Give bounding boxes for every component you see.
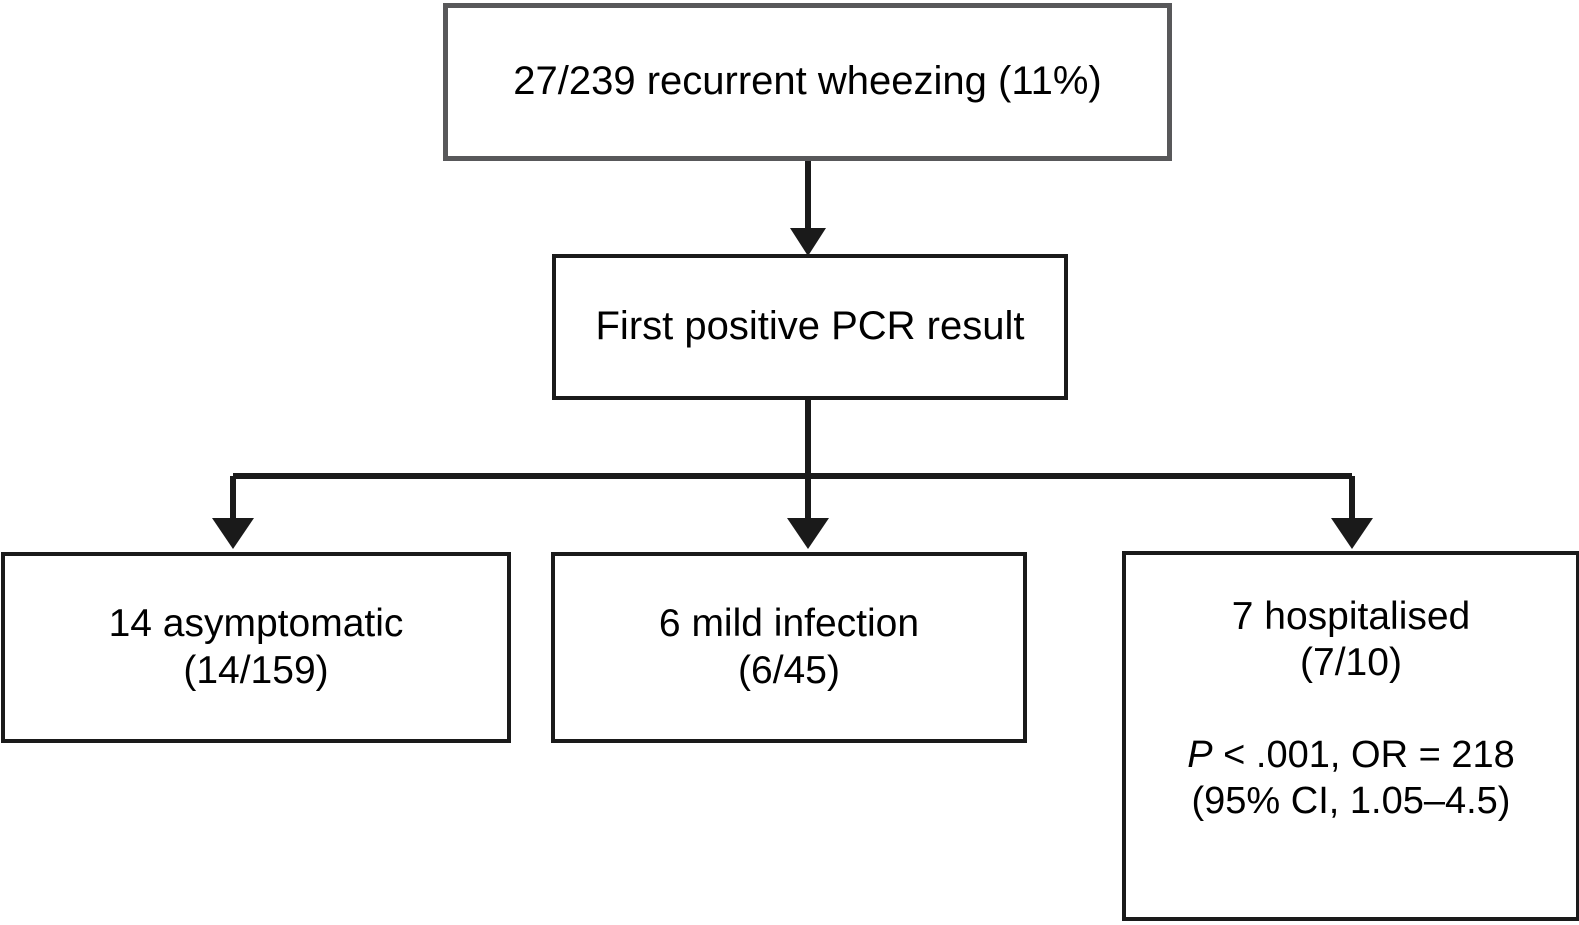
node-hospitalised-group: 7 hospitalised (7/10) P < .001, OR = 218… [1122, 551, 1579, 921]
node-mild-infection-group-line-1: 6 mild infection [658, 602, 920, 646]
node-asymptomatic-group: 14 asymptomatic (14/159) [1, 552, 511, 743]
edge-pcr-to-hospitalised [1331, 476, 1373, 549]
edge-pcr-trunk [233, 399, 1352, 479]
node-asymptomatic-group-line-1: 14 asymptomatic [108, 602, 404, 646]
node-recurrent-wheezing-line-1: 27/239 recurrent wheezing (11%) [513, 59, 1102, 104]
node-recurrent-wheezing: 27/239 recurrent wheezing (11%) [443, 3, 1172, 161]
edge-pcr-to-asymptomatic [212, 476, 254, 549]
node-hospitalised-group-line-2: (7/10) [1300, 641, 1402, 685]
node-first-positive-pcr-result: First positive PCR result [552, 254, 1068, 400]
edge-pcr-to-mild [787, 476, 829, 549]
node-mild-infection-group: 6 mild infection (6/45) [551, 552, 1027, 743]
p-value-text: < .001, OR = 218 [1212, 734, 1515, 777]
node-mild-infection-group-line-2: (6/45) [738, 648, 840, 692]
statistics-p-line: P < .001, OR = 218 [1187, 732, 1514, 778]
node-hospitalised-group-line-1: 7 hospitalised [1231, 595, 1471, 638]
node-asymptomatic-group-line-2: (14/159) [183, 648, 329, 692]
edge-wheezing-to-pcr [790, 160, 826, 256]
hospitalised-statistics: P < .001, OR = 218 (95% CI, 1.05–4.5) [1187, 732, 1514, 825]
p-symbol: P [1187, 734, 1213, 777]
statistics-ci-line: (95% CI, 1.05–4.5) [1191, 780, 1511, 823]
node-first-positive-pcr-result-line-1: First positive PCR result [595, 304, 1025, 349]
